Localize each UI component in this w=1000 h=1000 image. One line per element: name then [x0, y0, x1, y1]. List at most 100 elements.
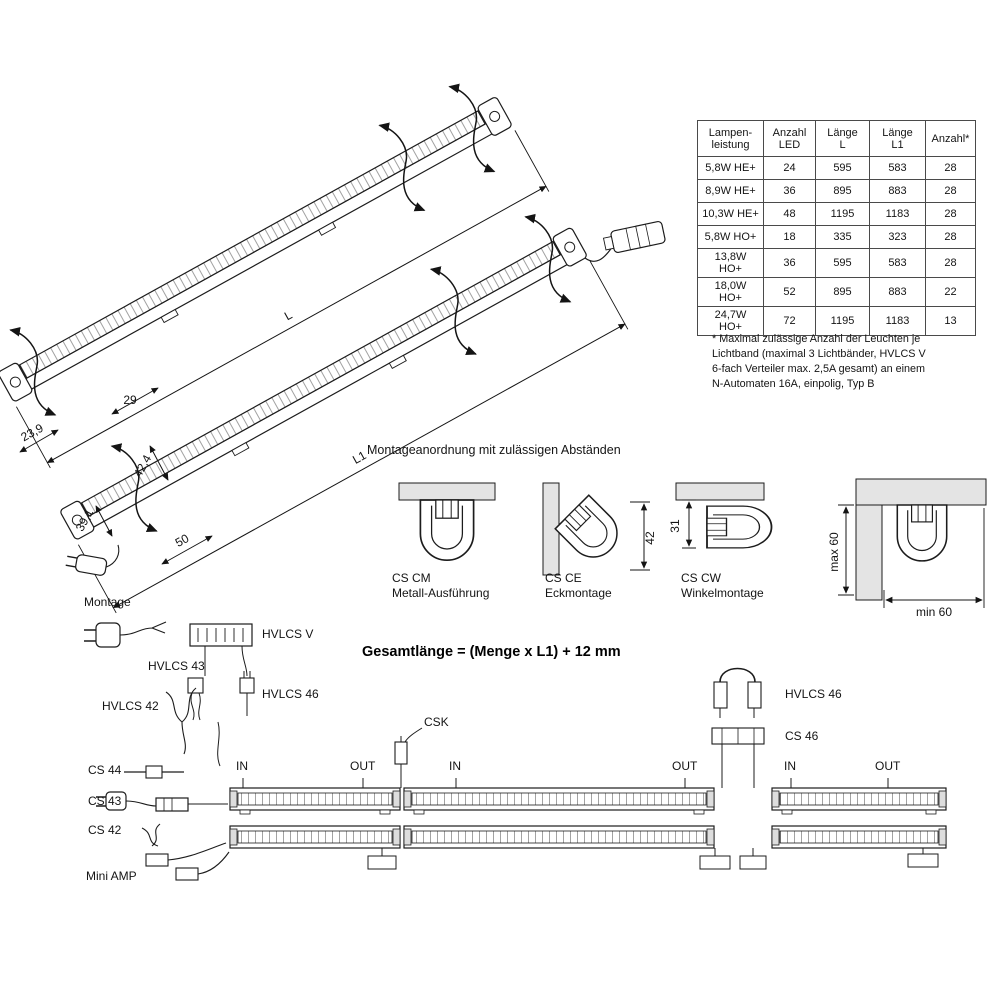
io-label-in-1: IN: [236, 759, 248, 773]
table-cell: 24: [763, 156, 816, 180]
io-label-out-1: OUT: [350, 759, 376, 773]
label-cs-43: CS 43: [88, 794, 122, 808]
label-hvlcs-v: HVLCS V: [262, 627, 314, 641]
table-cell: 595: [815, 156, 870, 180]
output-cable: [584, 220, 666, 262]
label-cs-cm: CS CM: [392, 571, 431, 585]
montage-strip-rows: [229, 667, 947, 870]
table-cell: 52: [763, 277, 816, 307]
table-cell: 583: [869, 156, 926, 180]
csk-connector: [394, 727, 423, 788]
table-cell: 1183: [869, 202, 926, 226]
dim-label-29: 29: [123, 393, 137, 407]
hvlcs-v-distributor: [189, 623, 253, 677]
table-cell: 583: [869, 248, 926, 278]
table-cell: 1183: [869, 306, 926, 336]
power-plug: [65, 544, 120, 576]
strip-segment: [403, 825, 715, 849]
table-cell: 48: [763, 202, 816, 226]
table-cell: 1195: [815, 306, 870, 336]
table-cell: 28: [925, 179, 976, 203]
col-header-laenge-l: Länge L: [815, 120, 870, 157]
table-cell: 22: [925, 277, 976, 307]
table-cell: 28: [925, 248, 976, 278]
dim-label-L1: L1: [350, 448, 369, 467]
label-hvlcs-46-right: HVLCS 46: [785, 687, 842, 701]
table-cell: 595: [815, 248, 870, 278]
label-cs-46: CS 46: [785, 729, 819, 743]
cs-42-wires: [141, 823, 161, 847]
table-cell: 5,8W HO+: [697, 225, 764, 249]
strip-segment: [229, 825, 401, 849]
label-cs-ce-desc: Eckmontage: [545, 586, 612, 600]
cs-43-feed-plug: [96, 791, 228, 812]
mount-cs-ce: 42: [542, 482, 657, 576]
light-strip-lower: L1: [60, 213, 629, 614]
montage-accessories: [84, 621, 255, 881]
rotation-arrow: [448, 83, 496, 173]
dim-label-31: 31: [668, 519, 682, 533]
dim-label-L: L: [282, 308, 295, 324]
dim-label-42: 42: [643, 531, 657, 545]
spec-table: Lampen- leistung Anzahl LED Länge L Läng…: [697, 120, 976, 336]
table-cell: 883: [869, 179, 926, 203]
montage-section-label: Montage: [84, 595, 131, 609]
mount-cs-cm: [398, 482, 496, 562]
label-hvlcs-46-left: HVLCS 46: [262, 687, 319, 701]
cs-44-splice: [124, 765, 184, 779]
table-cell: 883: [869, 277, 926, 307]
rotation-arrow: [524, 213, 572, 303]
strip-segment: [771, 787, 947, 815]
table-cell: 335: [815, 225, 870, 249]
mounting-section-title: Montageanordnung mit zulässigen Abstände…: [367, 443, 621, 457]
table-cell: 28: [925, 156, 976, 180]
strip-segment: [403, 787, 715, 815]
dim-label-min60: min 60: [916, 605, 952, 619]
cs-46-connector: [711, 727, 765, 788]
table-cell: 895: [815, 179, 870, 203]
hvlcs-46-left-connector: [239, 671, 255, 716]
hvlcs-43-connector: [187, 677, 204, 721]
table-footnote: * Maximal zulässige Anzahl der Leuchten …: [712, 333, 926, 390]
table-header-row: Lampen- leistung Anzahl LED Länge L Läng…: [697, 120, 976, 157]
table-cell: 36: [763, 179, 816, 203]
label-hvlcs-42: HVLCS 42: [102, 699, 159, 713]
mount-cs-cw: 31: [668, 482, 773, 549]
table-cell: 18: [763, 225, 816, 249]
io-leader-lines: [242, 778, 889, 788]
table-cell: 5,8W HE+: [697, 156, 764, 180]
table-cell: 28: [925, 202, 976, 226]
mount-distance: max 60 min 60: [827, 478, 987, 619]
io-label-out-3: OUT: [875, 759, 901, 773]
label-cs-42: CS 42: [88, 823, 122, 837]
table-cell: 28: [925, 225, 976, 249]
label-cs-ce: CS CE: [545, 571, 582, 585]
feed-wire: [217, 721, 221, 767]
dim-label-max60: max 60: [827, 532, 841, 572]
label-cs-cw: CS CW: [681, 571, 721, 585]
table-cell: 18,0W HO+: [697, 277, 764, 307]
col-header-anzahl-led: Anzahl LED: [763, 120, 816, 157]
label-cs-44: CS 44: [88, 763, 122, 777]
label-csk: CSK: [424, 715, 449, 729]
io-label-in-2: IN: [449, 759, 461, 773]
mains-plug: [84, 621, 167, 648]
rotation-arrow: [9, 327, 57, 416]
total-length-formula: Gesamtlänge = (Menge x L1) + 12 mm: [362, 644, 621, 660]
io-label-out-2: OUT: [672, 759, 698, 773]
col-header-anzahl: Anzahl*: [925, 120, 976, 157]
table-cell: 323: [869, 225, 926, 249]
label-cs-cw-desc: Winkelmontage: [681, 586, 764, 600]
col-header-lampenleistung: Lampen- leistung: [697, 120, 764, 157]
mini-amp-connectors: [145, 842, 230, 881]
table-cell: 1195: [815, 202, 870, 226]
table-cell: 8,9W HE+: [697, 179, 764, 203]
